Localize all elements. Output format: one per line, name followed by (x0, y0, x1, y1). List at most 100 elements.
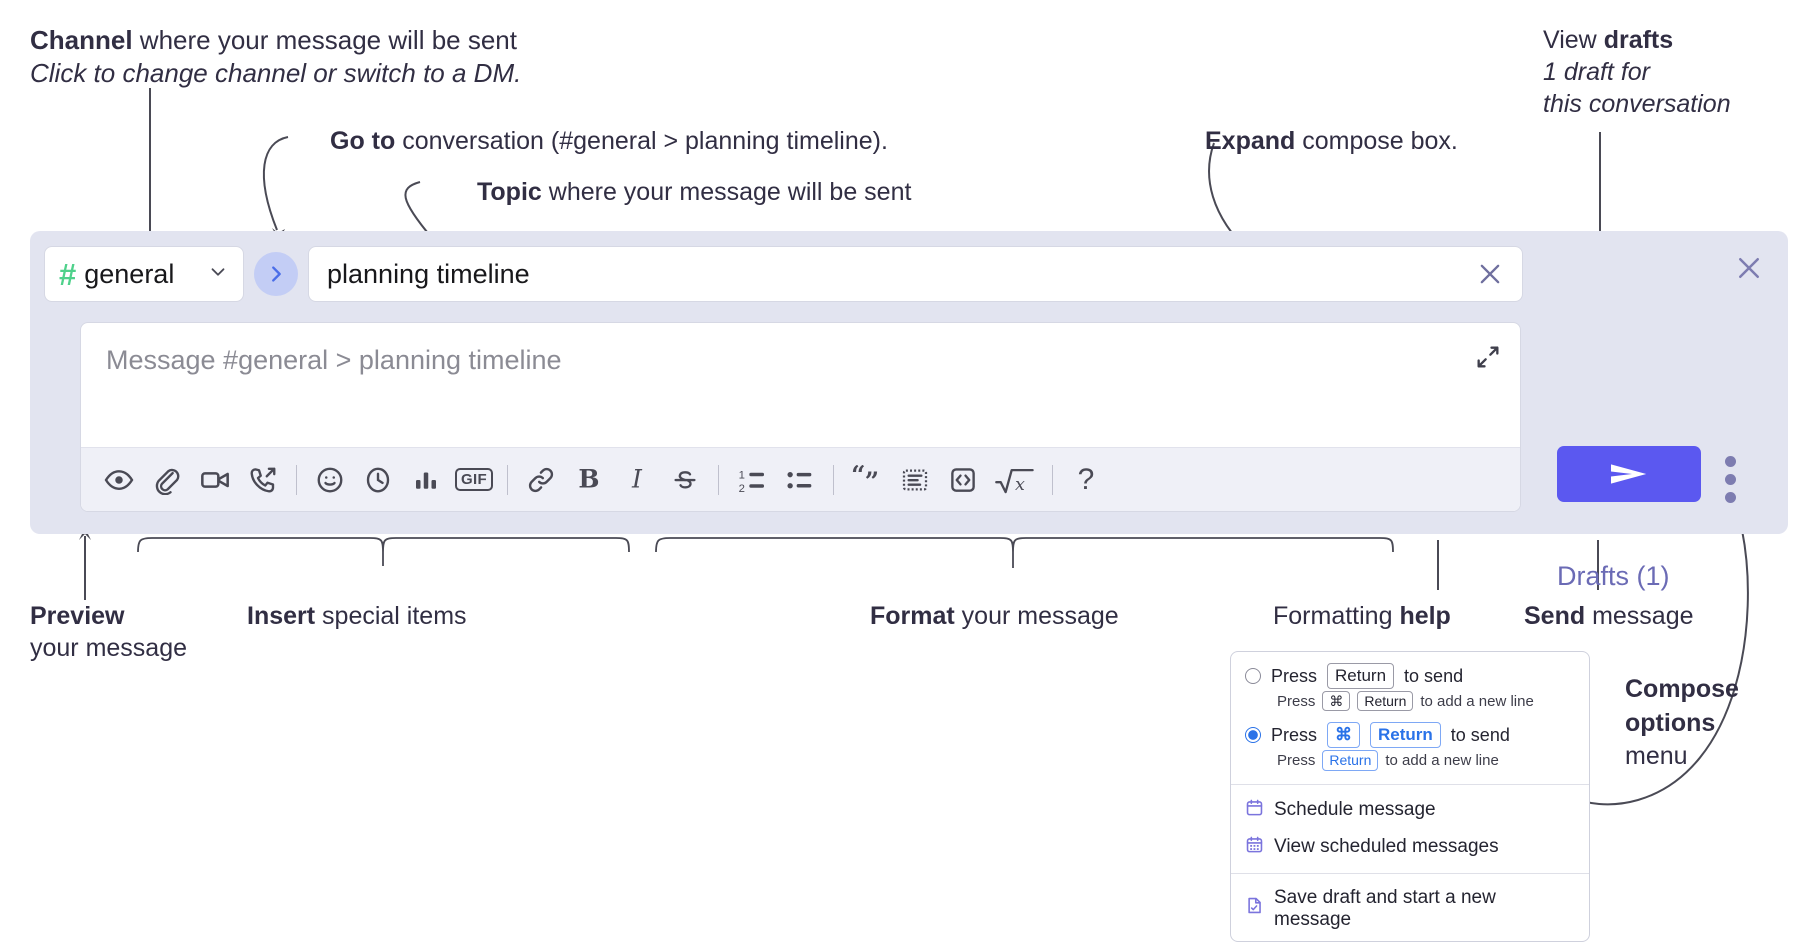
blockquote-icon[interactable]: “ ” (843, 456, 891, 504)
key-return: Return (1370, 722, 1441, 749)
bulleted-list-icon[interactable] (776, 456, 824, 504)
goto-conversation-button[interactable] (254, 252, 298, 296)
chevron-down-icon (207, 261, 229, 288)
svg-text:1: 1 (739, 469, 745, 481)
annotation-drafts-italic2: this conversation (1543, 90, 1731, 118)
menu-subtext-1: Press ⌘ Return to add a new line (1231, 690, 1589, 717)
clock-icon[interactable] (354, 456, 402, 504)
annotation-compose-options-rest: menu (1625, 742, 1688, 770)
topic-input[interactable]: planning timeline (308, 246, 1523, 302)
annotation-drafts-italic1: 1 draft for (1543, 58, 1650, 86)
toolbar-divider (718, 464, 719, 495)
calendar-icon (1245, 798, 1264, 823)
annotation-topic-rest: where your message will be sent (541, 178, 912, 206)
toolbar-divider (507, 464, 508, 495)
help-label: ? (1077, 462, 1095, 496)
annotation-insert-rest: special items (315, 602, 467, 630)
annotation-preview-rest: your message (30, 634, 188, 662)
drafts-link[interactable]: Drafts (1) (1557, 561, 1670, 591)
gif-icon[interactable]: GIF (450, 456, 498, 504)
inline-code-icon[interactable] (939, 456, 987, 504)
italic-icon[interactable]: I (613, 456, 661, 504)
kebab-dot (1725, 474, 1736, 485)
code-block-icon[interactable] (891, 456, 939, 504)
annotation-insert-bold: Insert (247, 602, 316, 630)
radio-label-pre: Press (1271, 724, 1318, 745)
annotation-channel-rest: where your message will be sent (132, 25, 517, 55)
compose-options-button[interactable] (1725, 456, 1736, 503)
radio-icon-selected[interactable] (1245, 727, 1261, 744)
hash-icon: # (59, 256, 77, 292)
ordered-list-icon[interactable]: 1 2 (728, 456, 776, 504)
subtext-post: to add a new line (1420, 692, 1534, 710)
menu-item-label: Schedule message (1274, 799, 1436, 821)
annotation-goto: Go to conversation (#general > planning … (330, 125, 888, 157)
radio-label-post: to send (1450, 724, 1510, 745)
annotation-expand-rest: compose box. (1295, 127, 1458, 155)
help-icon[interactable]: ? (1062, 456, 1110, 504)
menu-item-save-draft[interactable]: Save draft and start a new message (1231, 881, 1589, 937)
menu-item-view-scheduled-messages[interactable]: View scheduled messages (1231, 829, 1589, 866)
key-command: ⌘ (1322, 691, 1351, 712)
menu-radio-return-to-send[interactable]: Press Return to send (1231, 658, 1589, 690)
expand-icon[interactable] (1474, 343, 1502, 376)
message-input-box[interactable]: Message #general > planning timeline (80, 322, 1521, 512)
key-return: Return (1322, 750, 1379, 771)
annotation-format-rest: your message (954, 602, 1119, 630)
annotation-drafts: View drafts 1 draft for this conversatio… (1543, 24, 1731, 120)
clear-topic-icon[interactable] (1472, 256, 1508, 292)
annotation-send-bold: Send (1524, 602, 1586, 630)
menu-item-label: Save draft and start a new message (1274, 886, 1496, 930)
annotation-help-bold: help (1399, 602, 1451, 630)
preview-icon[interactable] (95, 456, 143, 504)
toolbar-divider (1052, 464, 1053, 495)
attachment-icon[interactable] (143, 456, 191, 504)
message-placeholder: Message #general > planning timeline (106, 345, 562, 375)
annotation-compose-options: Compose options menu (1625, 673, 1739, 774)
poll-icon[interactable] (402, 456, 450, 504)
annotation-format: Format your message (870, 600, 1119, 632)
menu-radio-cmd-return-to-send[interactable]: Press ⌘ Return to send (1231, 717, 1589, 749)
subtext-post: to add a new line (1385, 751, 1499, 769)
menu-item-schedule-message[interactable]: Schedule message (1231, 792, 1589, 829)
subtext-pre: Press (1277, 751, 1316, 769)
annotation-goto-bold: Go to (330, 127, 396, 155)
key-return: Return (1357, 691, 1414, 712)
bold-icon[interactable]: B (565, 456, 613, 504)
math-icon[interactable]: x (987, 456, 1043, 504)
annotation-goto-rest: conversation (#general > planning timeli… (395, 127, 888, 155)
send-button[interactable] (1557, 446, 1701, 502)
annotation-compose-options-bold2: options (1625, 708, 1716, 737)
save-draft-icon (1245, 896, 1264, 921)
radio-label-pre: Press (1271, 665, 1318, 686)
annotation-format-bold: Format (870, 602, 955, 630)
annotation-preview-bold: Preview (30, 602, 125, 630)
annotation-topic: Topic where your message will be sent (477, 176, 911, 208)
link-icon[interactable] (517, 456, 565, 504)
radio-icon[interactable] (1245, 668, 1261, 685)
annotation-send-rest: message (1585, 602, 1694, 630)
key-command: ⌘ (1327, 722, 1361, 749)
annotation-drafts-plain: View (1543, 26, 1604, 54)
annotation-send: Send message (1524, 600, 1694, 632)
subtext-pre: Press (1277, 692, 1316, 710)
annotation-compose-options-bold1: Compose (1625, 675, 1739, 703)
compose-header-row: # general planning timeline (44, 246, 1523, 302)
compose-panel: # general planning timeline Message #gen… (30, 231, 1788, 591)
kebab-dot (1725, 492, 1736, 503)
formatting-toolbar: GIF B I 1 (81, 447, 1520, 511)
strikethrough-icon[interactable] (661, 456, 709, 504)
emoji-icon[interactable] (306, 456, 354, 504)
video-icon[interactable] (191, 456, 239, 504)
channel-selector[interactable]: # general (44, 246, 244, 302)
close-icon[interactable] (1734, 253, 1764, 288)
calendar-grid-icon (1245, 835, 1264, 860)
menu-divider (1231, 872, 1589, 874)
annotation-drafts-bold: drafts (1603, 26, 1674, 54)
call-icon[interactable] (239, 456, 287, 504)
annotation-expand-bold: Expand (1205, 127, 1296, 155)
radio-label-post: to send (1404, 665, 1464, 686)
svg-text:B: B (578, 465, 599, 494)
channel-name-label: general (84, 258, 175, 289)
